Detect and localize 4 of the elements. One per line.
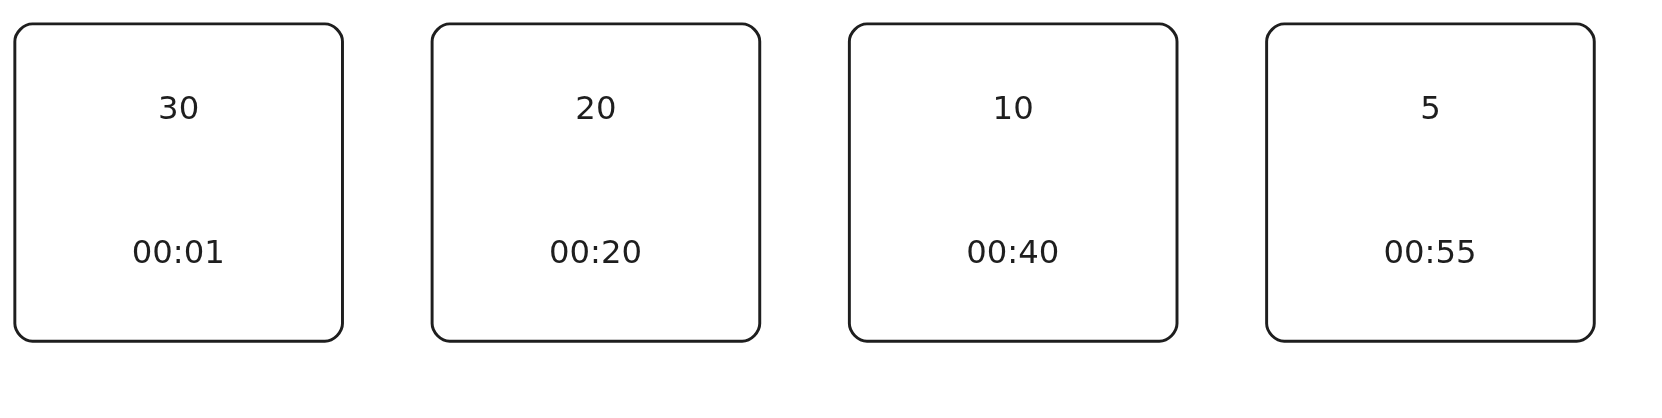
node-box: 10 00:40: [847, 22, 1179, 343]
node-box: 30 00:01: [13, 22, 344, 343]
node-box: 20 00:20: [430, 22, 762, 343]
node-box: 5 00:55: [1265, 22, 1596, 343]
